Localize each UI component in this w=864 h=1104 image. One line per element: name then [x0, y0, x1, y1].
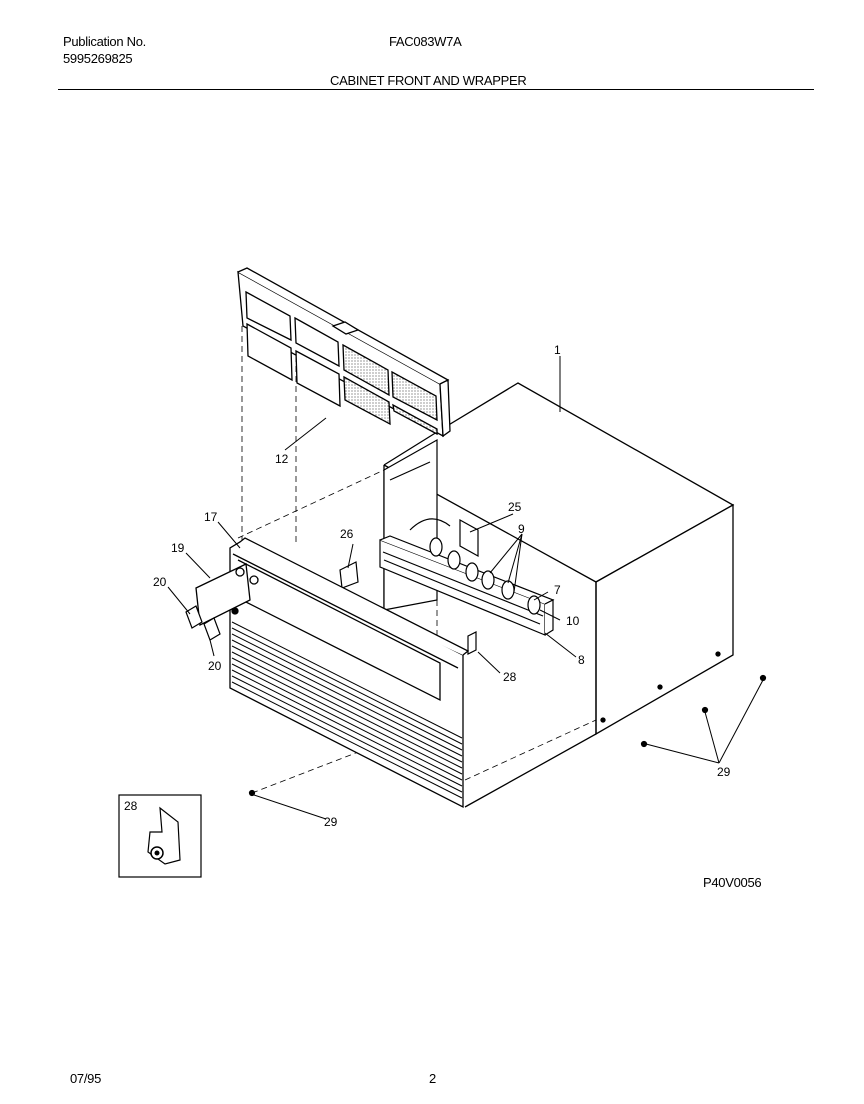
- header-rule: [58, 89, 814, 90]
- filter-panel: [237, 267, 451, 438]
- detail-inset-28: [118, 794, 202, 878]
- section-title: CABINET FRONT AND WRAPPER: [330, 73, 527, 88]
- footer-date: 07/95: [70, 1071, 102, 1086]
- callout-29-right: 29: [717, 765, 731, 779]
- page-number: 2: [429, 1071, 436, 1086]
- callout-1: 1: [554, 343, 561, 357]
- callout-20-upper: 20: [153, 575, 167, 589]
- callout-7: 7: [554, 583, 561, 597]
- callout-10: 10: [566, 614, 580, 628]
- callout-9: 9: [518, 522, 525, 536]
- publication-number: 5995269825: [63, 51, 133, 66]
- figure-code: P40V0056: [703, 875, 762, 890]
- leader-lines: [167, 356, 764, 820]
- callout-29-left: 29: [324, 815, 338, 829]
- callout-12: 12: [275, 452, 289, 466]
- callout-20-lower: 20: [208, 659, 222, 673]
- callout-8: 8: [578, 653, 585, 667]
- callout-28-inset: 28: [124, 799, 138, 813]
- callout-17: 17: [204, 510, 218, 524]
- callout-19: 19: [171, 541, 185, 555]
- publication-label: Publication No.: [63, 34, 146, 49]
- callout-26: 26: [340, 527, 354, 541]
- knobs-20: [185, 605, 221, 641]
- model-number: FAC083W7A: [389, 34, 462, 49]
- callouts: 1 12 17 19 20 20 25 26 9 7 10 8 28 28 29…: [124, 343, 731, 829]
- interior-components: [339, 438, 555, 655]
- callout-25: 25: [508, 500, 522, 514]
- callout-28: 28: [503, 670, 517, 684]
